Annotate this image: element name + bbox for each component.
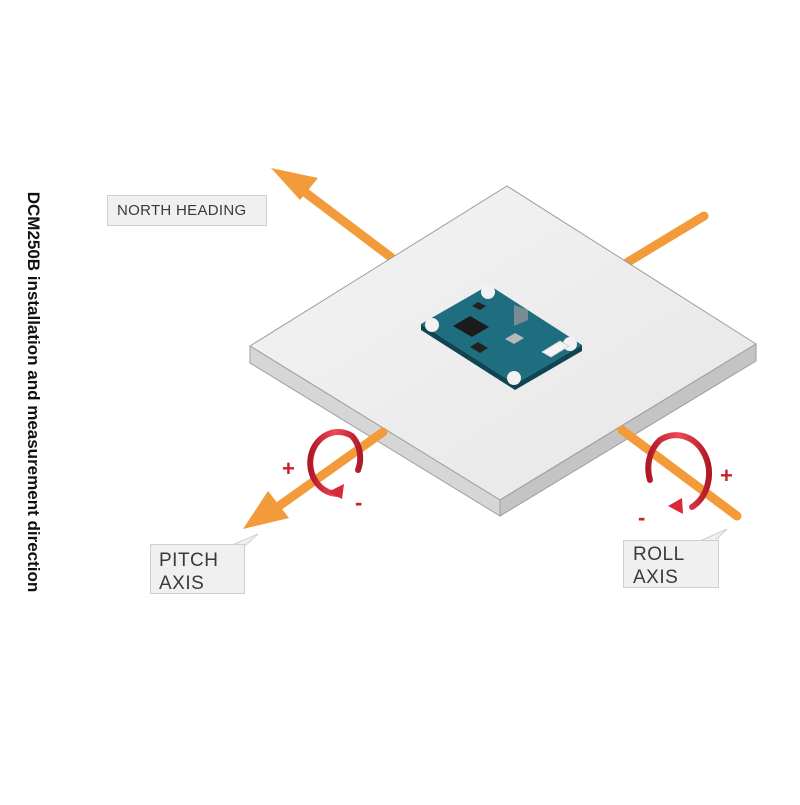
pitch-axis-arrowhead [243,491,289,529]
mounting-hole-left [425,318,439,332]
roll-axis-label-line2: AXIS [633,567,679,588]
roll-axis-shaft [617,425,742,521]
mounting-hole-bottom [507,371,521,385]
sensor-component [514,305,528,326]
pitch-axis-label: PITCH AXIS [159,549,219,595]
roll-plus-sign: + [720,463,733,488]
north-heading-callout: NORTH HEADING [107,195,267,226]
pitch-axis-label-line2: AXIS [159,573,205,594]
sensor-board-bottom-edge [421,324,582,390]
small-chip-top [472,302,486,310]
roll-axis-callout-box [623,540,719,588]
connector [541,340,570,358]
dcm250b-sensor-board [421,285,582,390]
north-heading-callout-box [107,195,267,226]
roll-rotation-arrowhead [668,498,683,514]
roll-rotation-ring [645,432,712,510]
mounting-hole-top [481,285,495,299]
pitch-rotation-ring [307,429,364,497]
north-heading-label: NORTH HEADING [117,202,247,219]
roll-axis-label-line1: ROLL [633,544,685,565]
pitch-axis-callout: PITCH AXIS [150,544,245,594]
pitch-axis-callout-box [150,544,245,594]
pitch-axis-arrow-shaft [274,427,388,511]
pitch-plus-sign: + [282,456,295,481]
north-axis-arrowhead [271,168,318,200]
main-chip [453,316,489,337]
roll-rotation-indicator: + - [638,432,733,530]
roll-axis-label: ROLL AXIS [633,543,685,589]
diagram-title: DCM250B installation and measurement dir… [24,191,43,593]
pitch-axis-label-line1: PITCH [159,550,219,571]
roll-minus-sign: - [638,505,645,530]
silver-chip [505,333,524,344]
pitch-rotation-indicator: + - [282,429,364,515]
roll-axis-callout: ROLL AXIS [623,540,719,588]
sensor-board-pcb [421,285,582,384]
small-chip-bottom [470,342,488,353]
pitch-minus-sign: - [355,490,362,515]
north-axis-arrow-shaft [297,185,397,263]
east-axis-shaft [623,211,709,267]
pitch-rotation-arrowhead [328,484,344,499]
